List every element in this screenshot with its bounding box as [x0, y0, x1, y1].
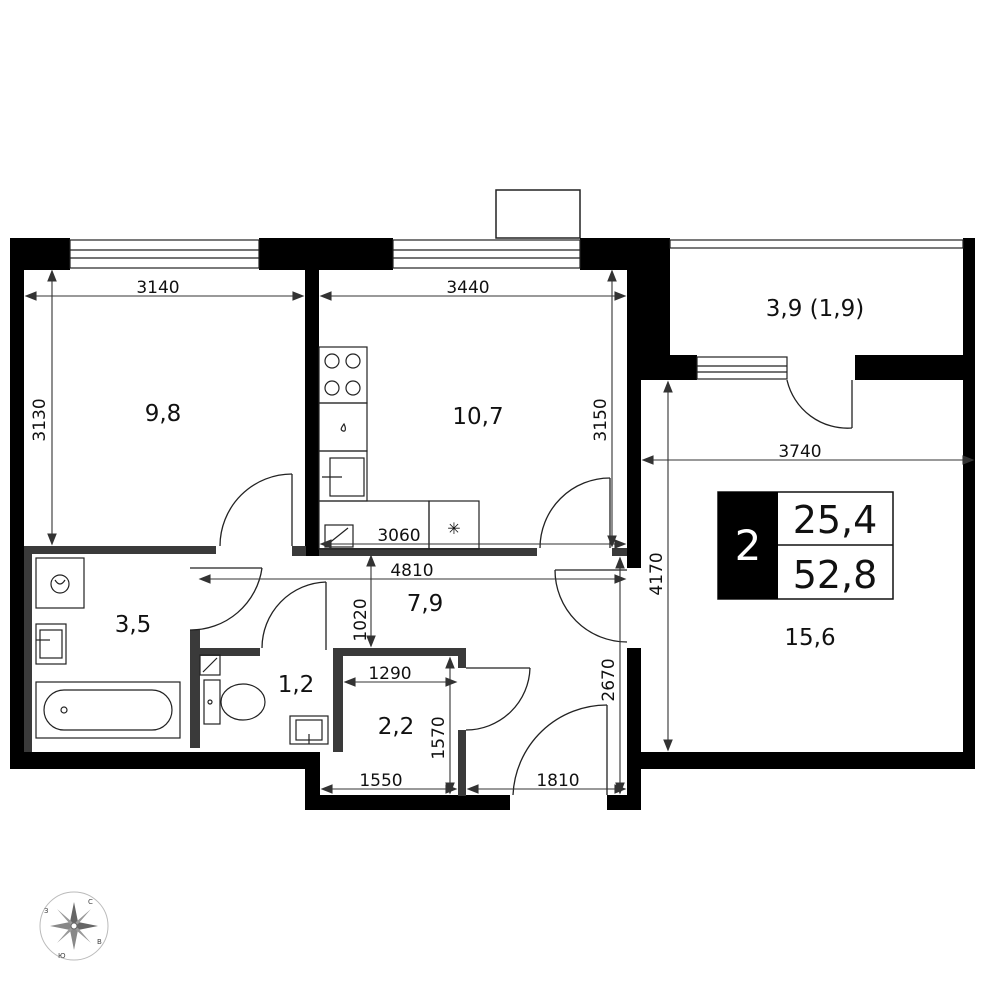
svg-text:✳: ✳ [447, 519, 460, 538]
stove-icon [318, 346, 368, 404]
toilet-area: 1,2 [278, 672, 315, 698]
compass-north: С [88, 898, 93, 906]
kitchen-area: 10,7 [452, 404, 503, 430]
dimension-labels: 3140 3130 3440 3150 3060 4810 1020 3740 … [30, 278, 822, 791]
interior-walls [24, 268, 627, 796]
total-area: 52,8 [793, 553, 878, 597]
apartment-badge: 2 25,4 52,8 [717, 491, 894, 600]
compass-west: З [44, 907, 49, 915]
shaft-icon [199, 654, 221, 676]
compass-south: Ю [58, 952, 66, 960]
living-height-label: 4170 [647, 552, 667, 595]
kitchen-counter [318, 402, 480, 550]
living-area: 15,6 [784, 625, 835, 651]
bottom-left-label: 1550 [359, 771, 402, 791]
toilet-icon [203, 679, 266, 725]
balcony-area [495, 189, 581, 239]
bathtub-icon [35, 681, 181, 739]
hall-length-label: 4810 [390, 561, 433, 581]
bathroom-area: 3,5 [115, 612, 152, 638]
hall-area: 7,9 [407, 591, 444, 617]
bedroom-height-label: 3130 [30, 398, 50, 441]
dimension-lines [24, 269, 975, 795]
storage-area: 2,2 [378, 714, 415, 740]
kitchen-width-label: 3440 [446, 278, 489, 298]
doors [189, 379, 853, 796]
living-area-total: 25,4 [793, 498, 878, 542]
kitchen-sink-icon [322, 457, 365, 497]
living-width-label: 3740 [778, 442, 821, 462]
windows [69, 239, 964, 380]
fridge-icon: ✳ [447, 519, 460, 538]
corridor-height-label: 2670 [599, 658, 619, 701]
rooms-count: 2 [735, 521, 762, 570]
bedroom-area: 9,8 [145, 401, 182, 427]
exterior-walls [10, 238, 975, 810]
room-labels: 9,8 10,7 3,9 (1,9) 15,6 3,5 7,9 1,2 2,2 [115, 296, 865, 740]
hall-depth-label: 1020 [351, 598, 371, 641]
balcony-area-label: 3,9 (1,9) [766, 296, 864, 322]
kitchen-height-label: 3150 [591, 398, 611, 441]
washing-machine-icon [35, 557, 85, 609]
storage-width-label: 1290 [368, 664, 411, 684]
toilet-sink-icon [289, 715, 329, 745]
compass-icon: С В Ю З [39, 891, 109, 961]
bedroom-width-label: 3140 [136, 278, 179, 298]
bathroom-sink-icon [35, 623, 67, 665]
compass-east: В [97, 938, 102, 946]
bottom-right-label: 1810 [536, 771, 579, 791]
storage-height-label: 1570 [429, 716, 449, 759]
kitchen-counter-label: 3060 [377, 526, 420, 546]
